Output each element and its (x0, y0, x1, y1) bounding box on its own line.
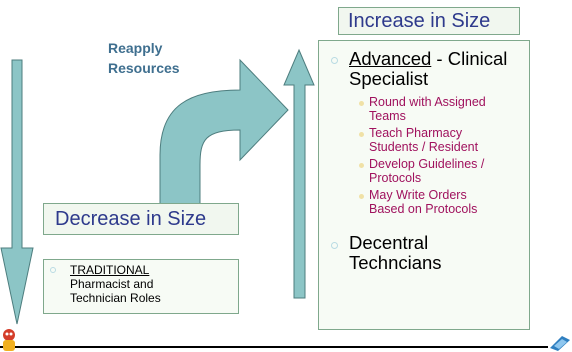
decrease-title-text: Decrease in Size (55, 208, 207, 230)
reapply-label: Reapply Resources (108, 38, 180, 78)
bullet-circle-icon (50, 267, 56, 273)
bullet-dot-icon (359, 132, 364, 137)
subitem-3-line-1: Develop Guidelines / (369, 157, 485, 171)
subitem-3-line-2: Protocols (369, 171, 422, 185)
decrease-title: Decrease in Size (43, 203, 239, 235)
subitem-3: Develop Guidelines / Protocols (369, 157, 484, 185)
up-arrow (283, 48, 315, 299)
subitem-2-line-1: Teach Pharmacy (369, 126, 463, 140)
advanced-item: Advanced - Clinical Specialist (349, 49, 507, 89)
advanced-underlined: Advanced (349, 48, 432, 69)
bullet-dot-icon (359, 101, 364, 106)
bullet-circle-icon (331, 242, 338, 249)
increase-title: Increase in Size (338, 7, 520, 35)
bent-arrow (159, 58, 289, 206)
mascot-icon (3, 329, 15, 351)
subitem-1-line-2: Teams (369, 109, 406, 123)
subitem-2-line-2: Students / Resident (369, 140, 479, 154)
traditional-line-2: Technician Roles (70, 291, 161, 305)
traditional-line-1: Pharmacist and (70, 277, 154, 291)
footer-divider (0, 346, 548, 348)
increase-title-text: Increase in Size (348, 10, 491, 32)
decentral-line-1: Decentral (349, 232, 429, 253)
bullet-dot-icon (359, 163, 364, 168)
traditional-roles-box: TRADITIONAL Pharmacist and Technician Ro… (43, 259, 239, 314)
bullet-dot-icon (359, 194, 364, 199)
advanced-roles-box: Advanced - Clinical Specialist Round wit… (318, 40, 530, 330)
reapply-line-1: Reapply (108, 40, 163, 56)
traditional-underlined: TRADITIONAL (70, 263, 150, 277)
subitem-4: May Write Orders Based on Protocols (369, 188, 477, 216)
subitem-4-line-1: May Write Orders (369, 188, 467, 202)
advanced-rest: - Clinical (431, 48, 508, 69)
subitem-1: Round with Assigned Teams (369, 95, 486, 123)
corner-logo-icon (550, 336, 570, 351)
advanced-line-2: Specialist (349, 68, 429, 89)
down-arrow (0, 59, 34, 325)
subitem-4-line-2: Based on Protocols (369, 202, 478, 216)
subitem-2: Teach Pharmacy Students / Resident (369, 126, 478, 154)
reapply-line-2: Resources (108, 60, 180, 76)
decentral-line-2: Techncians (349, 252, 442, 273)
decentral-item: Decentral Techncians (349, 233, 442, 273)
traditional-item: TRADITIONAL Pharmacist and Technician Ro… (70, 263, 161, 305)
bullet-circle-icon (331, 57, 338, 64)
subitem-1-line-1: Round with Assigned (369, 95, 486, 109)
